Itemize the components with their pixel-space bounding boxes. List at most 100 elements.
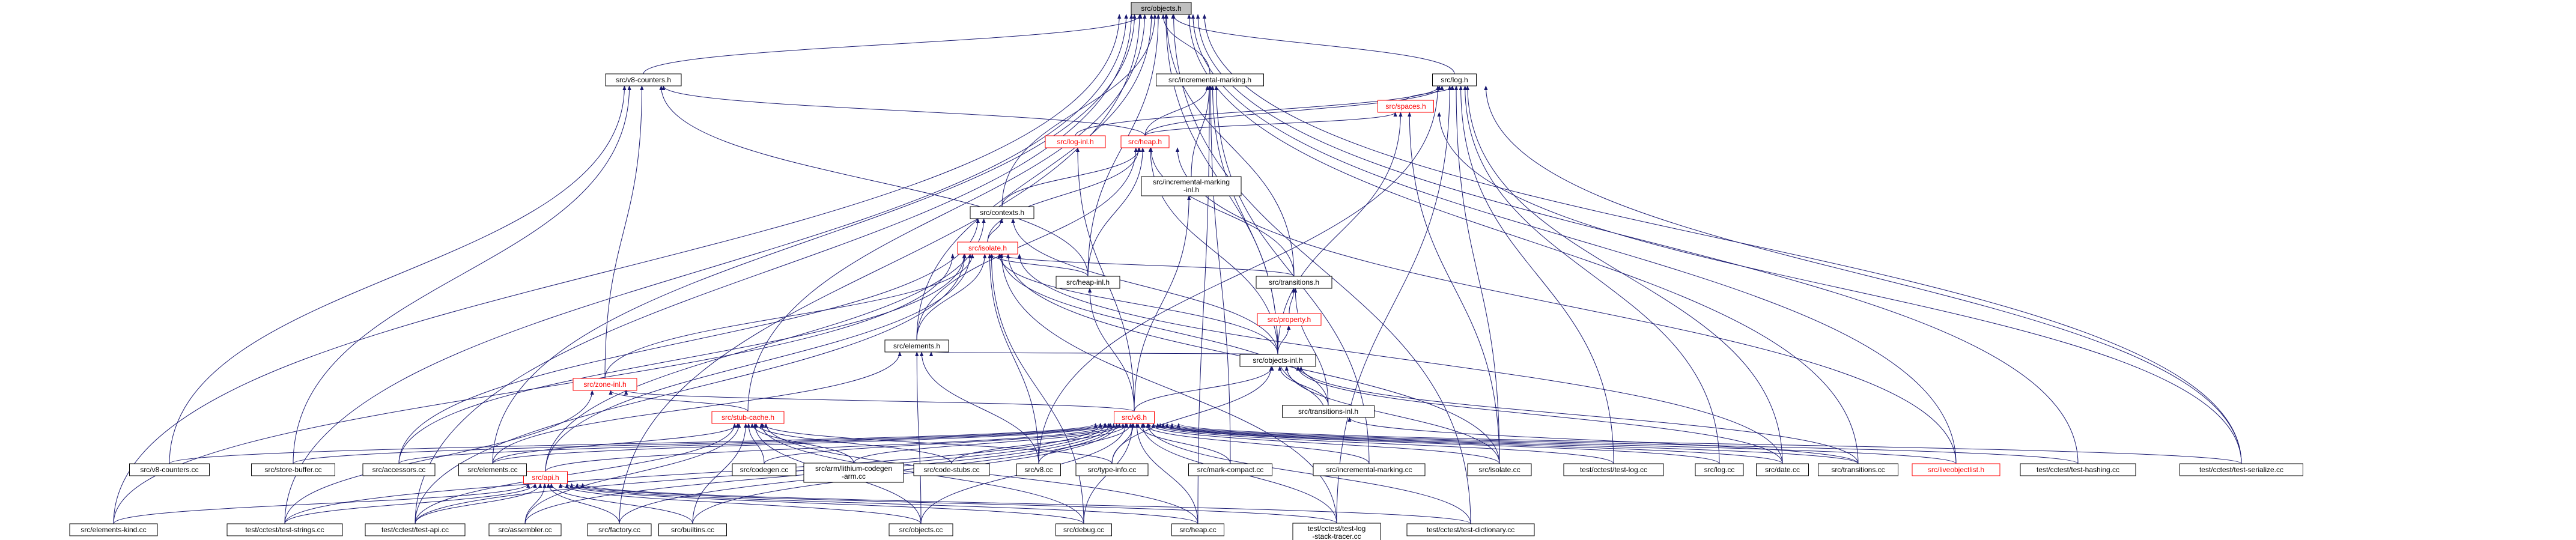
node-box bbox=[1695, 463, 1744, 476]
node-label: src/mark-compact.cc bbox=[1197, 466, 1264, 474]
node-isolate-h[interactable]: src/isolate.h bbox=[957, 241, 1018, 255]
node-incmark-h[interactable]: src/incremental-marking.h bbox=[1156, 73, 1264, 86]
node-debug-cc[interactable]: src/debug.cc bbox=[1056, 523, 1112, 536]
edge-v8-cc-to-isolate-h bbox=[988, 253, 1039, 464]
node-log-h[interactable]: src/log.h bbox=[1432, 73, 1477, 86]
node-box bbox=[1156, 73, 1264, 86]
node-transinl-h[interactable]: src/transitions-inl.h bbox=[1282, 405, 1375, 418]
node-spaces-h[interactable]: src/spaces.h bbox=[1378, 100, 1434, 113]
node-box bbox=[488, 523, 562, 536]
node-elements-cc[interactable]: src/elements.cc bbox=[458, 463, 527, 476]
edge-transitions-h-to-isolate-h bbox=[998, 253, 1295, 277]
node-accessors-cc[interactable]: src/accessors.cc bbox=[362, 463, 436, 476]
edge-elementskind-cc-to-api-h bbox=[113, 483, 530, 524]
edge-teststrings-cc-to-zoneinl-h bbox=[284, 390, 594, 524]
node-heapinl-h[interactable]: src/heap-inl.h bbox=[1056, 276, 1120, 289]
edge-objectsinl-h-to-property-h bbox=[1277, 325, 1291, 355]
node-box bbox=[1378, 100, 1434, 113]
edge-elements-h-to-objects-h bbox=[916, 14, 1153, 341]
node-log-cc[interactable]: src/log.cc bbox=[1695, 463, 1744, 476]
node-teststrings-cc[interactable]: test/cctest/test-strings.cc bbox=[226, 523, 343, 536]
node-box bbox=[1056, 276, 1120, 289]
node-markcompact-cc[interactable]: src/mark-compact.cc bbox=[1188, 463, 1272, 476]
node-objectsinl-h[interactable]: src/objects-inl.h bbox=[1239, 354, 1316, 367]
node-property-h[interactable]: src/property.h bbox=[1257, 313, 1322, 326]
edge-isolate-cc-to-objectsinl-h bbox=[1284, 366, 1500, 464]
node-codestubs-cc[interactable]: src/code-stubs.cc bbox=[913, 463, 990, 476]
edge-contexts-h-to-heap-h bbox=[1001, 147, 1141, 207]
node-incmark-cc[interactable]: src/incremental-marking.cc bbox=[1313, 463, 1426, 476]
node-box bbox=[1075, 463, 1149, 476]
node-stubcache-h[interactable]: src/stub-cache.h bbox=[711, 411, 785, 424]
node-box bbox=[251, 463, 335, 476]
node-testapi-cc[interactable]: test/cctest/test-api.cc bbox=[365, 523, 466, 536]
node-liveobjectlist-h[interactable]: src/liveobjectlist.h bbox=[1912, 463, 2000, 476]
node-builtins-cc[interactable]: src/builtins.cc bbox=[658, 523, 727, 536]
node-label: src/transitions.cc bbox=[1831, 466, 1885, 474]
node-typeinfo-cc[interactable]: src/type-info.cc bbox=[1075, 463, 1149, 476]
node-testhashing-cc[interactable]: test/cctest/test-hashing.cc bbox=[2020, 463, 2136, 476]
node-label: src/api.h bbox=[532, 473, 559, 482]
node-testdict-cc[interactable]: test/cctest/test-dictionary.cc bbox=[1406, 523, 1535, 536]
node-label: src/property.h bbox=[1268, 315, 1311, 324]
edge-objectsinl-h-to-spaces-h bbox=[1277, 112, 1403, 355]
node-v8counters-cc[interactable]: src/v8-counters.cc bbox=[129, 463, 210, 476]
node-objects-h[interactable]: src/objects.h bbox=[1131, 2, 1192, 15]
node-label: -arm.cc bbox=[842, 472, 866, 481]
node-label: src/objects.h bbox=[1141, 4, 1181, 13]
node-label: src/objects.cc bbox=[899, 526, 943, 534]
node-box bbox=[1016, 463, 1061, 476]
node-box bbox=[1131, 2, 1192, 15]
edge-api-h-to-v8-h bbox=[545, 423, 1113, 472]
node-heap-cc[interactable]: src/heap.cc bbox=[1171, 523, 1224, 536]
node-label: test/cctest/test-log.cc bbox=[1580, 466, 1647, 474]
node-assembler-cc[interactable]: src/assembler.cc bbox=[488, 523, 562, 536]
node-isolate-cc[interactable]: src/isolate.cc bbox=[1467, 463, 1532, 476]
edge-builtins-cc-to-stubcache-h bbox=[692, 423, 748, 524]
node-transitions-cc[interactable]: src/transitions.cc bbox=[1818, 463, 1898, 476]
edge-codestubs-cc-to-stubcache-h bbox=[754, 423, 952, 464]
node-heap-h[interactable]: src/heap.h bbox=[1120, 135, 1170, 148]
node-objects-cc[interactable]: src/objects.cc bbox=[889, 523, 953, 536]
edge-isolate-h-to-heap-h bbox=[987, 147, 1141, 243]
node-codegen-cc[interactable]: src/codegen.cc bbox=[732, 463, 797, 476]
edge-v8-cc-to-log-h bbox=[1038, 85, 1440, 464]
node-transitions-h[interactable]: src/transitions.h bbox=[1256, 276, 1332, 289]
edge-incmark-cc-to-v8-h bbox=[1141, 423, 1370, 464]
edge-armlithium-cc-to-v8-h bbox=[853, 423, 1125, 464]
node-elementskind-cc[interactable]: src/elements-kind.cc bbox=[69, 523, 158, 536]
node-v8counters-h[interactable]: src/v8-counters.h bbox=[605, 73, 682, 86]
edge-loginl-h-to-log-h bbox=[1075, 85, 1441, 136]
node-date-cc[interactable]: src/date.cc bbox=[1756, 463, 1809, 476]
node-label: src/assembler.cc bbox=[498, 526, 551, 534]
node-v8-h[interactable]: src/v8.h bbox=[1114, 411, 1155, 424]
edge-heap-cc-to-v8-h bbox=[1135, 423, 1198, 524]
node-elements-h[interactable]: src/elements.h bbox=[884, 339, 949, 353]
node-contexts-h[interactable]: src/contexts.h bbox=[970, 206, 1034, 219]
node-api-h[interactable]: src/api.h bbox=[523, 471, 568, 484]
node-testserialize-cc[interactable]: test/cctest/test-serialize.cc bbox=[2180, 463, 2303, 476]
edge-transitions-cc-to-transinl-h bbox=[1347, 417, 1859, 464]
edge-liveobjectlist-h-to-objects-h bbox=[1191, 14, 1957, 464]
node-loginl-h[interactable]: src/log-inl.h bbox=[1045, 135, 1106, 148]
edge-testserialize-cc-to-v8-h bbox=[1176, 423, 2242, 464]
node-v8-cc[interactable]: src/v8.cc bbox=[1016, 463, 1061, 476]
edge-isolate-cc-to-log-h bbox=[1454, 85, 1500, 464]
node-label: src/builtins.cc bbox=[671, 526, 714, 534]
node-box bbox=[1912, 463, 2000, 476]
edge-elements-h-to-isolate-h bbox=[916, 253, 987, 341]
node-incmarkinl-h[interactable]: src/incremental-marking-inl.h bbox=[1141, 176, 1242, 196]
node-label: src/log-inl.h bbox=[1057, 138, 1093, 146]
node-box bbox=[1432, 73, 1477, 86]
edge-testapi-cc-to-isolate-h bbox=[415, 253, 967, 524]
node-storebuffer-cc[interactable]: src/store-buffer.cc bbox=[251, 463, 335, 476]
node-zoneinl-h[interactable]: src/zone-inl.h bbox=[573, 378, 637, 391]
node-box bbox=[913, 463, 990, 476]
node-box bbox=[1563, 463, 1664, 476]
node-armlithium-cc[interactable]: src/arm/lithium-codegen-arm.cc bbox=[803, 463, 904, 483]
node-testlogstack-cc[interactable]: test/cctest/test-log-stack-tracer.cc bbox=[1292, 523, 1381, 540]
node-label: src/isolate.cc bbox=[1478, 466, 1520, 474]
node-label: src/accessors.cc bbox=[372, 466, 426, 474]
node-factory-cc[interactable]: src/factory.cc bbox=[587, 523, 652, 536]
node-testlog-cc[interactable]: test/cctest/test-log.cc bbox=[1563, 463, 1664, 476]
